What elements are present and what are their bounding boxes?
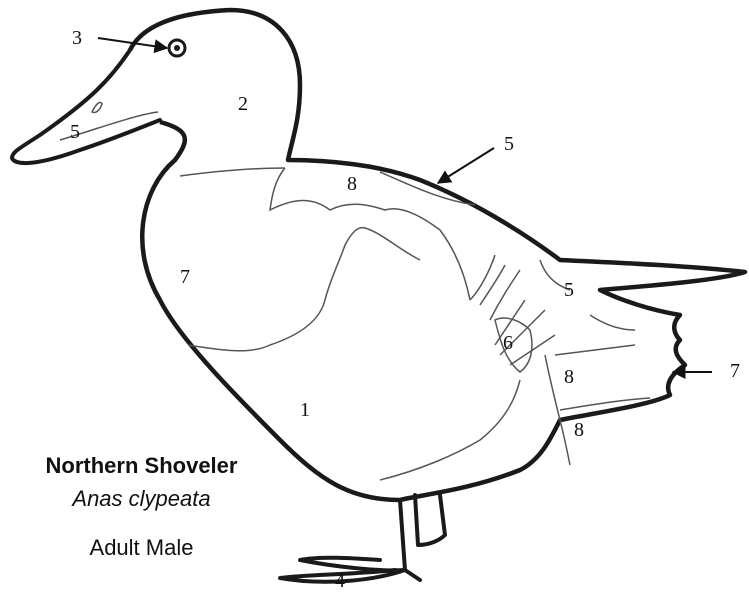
flank-lower-line — [380, 380, 520, 480]
label-eye: 3 — [72, 27, 82, 49]
scientific-name: Anas clypeata — [0, 486, 283, 512]
label-flank: 1 — [300, 399, 310, 421]
label-wing: 6 — [503, 332, 513, 354]
label-rump: 5 — [564, 279, 574, 301]
common-name: Northern Shoveler — [0, 453, 283, 479]
body-outline — [130, 10, 745, 500]
eye-pupil — [174, 45, 180, 51]
bill-outline — [12, 50, 160, 163]
leg-right — [415, 495, 445, 545]
back-arrow — [438, 148, 494, 183]
age-sex-label: Adult Male — [0, 535, 283, 561]
label-undertail-upper: 8 — [564, 366, 574, 388]
leg-left — [280, 500, 420, 582]
wing-patch — [495, 318, 532, 372]
label-head: 2 — [238, 93, 248, 115]
neck-line — [180, 168, 285, 176]
label-undertail-lower: 8 — [574, 419, 584, 441]
label-breast: 7 — [180, 266, 190, 288]
label-tail-arrow: 7 — [730, 360, 740, 382]
breast-flank-line — [188, 228, 420, 351]
bill-nostril — [92, 102, 102, 112]
label-bill: 5 — [70, 121, 80, 143]
label-feet: 4 — [335, 570, 345, 592]
label-back-arrow: 5 — [504, 133, 514, 155]
rump-lines — [540, 260, 650, 410]
label-scapular: 8 — [347, 173, 357, 195]
